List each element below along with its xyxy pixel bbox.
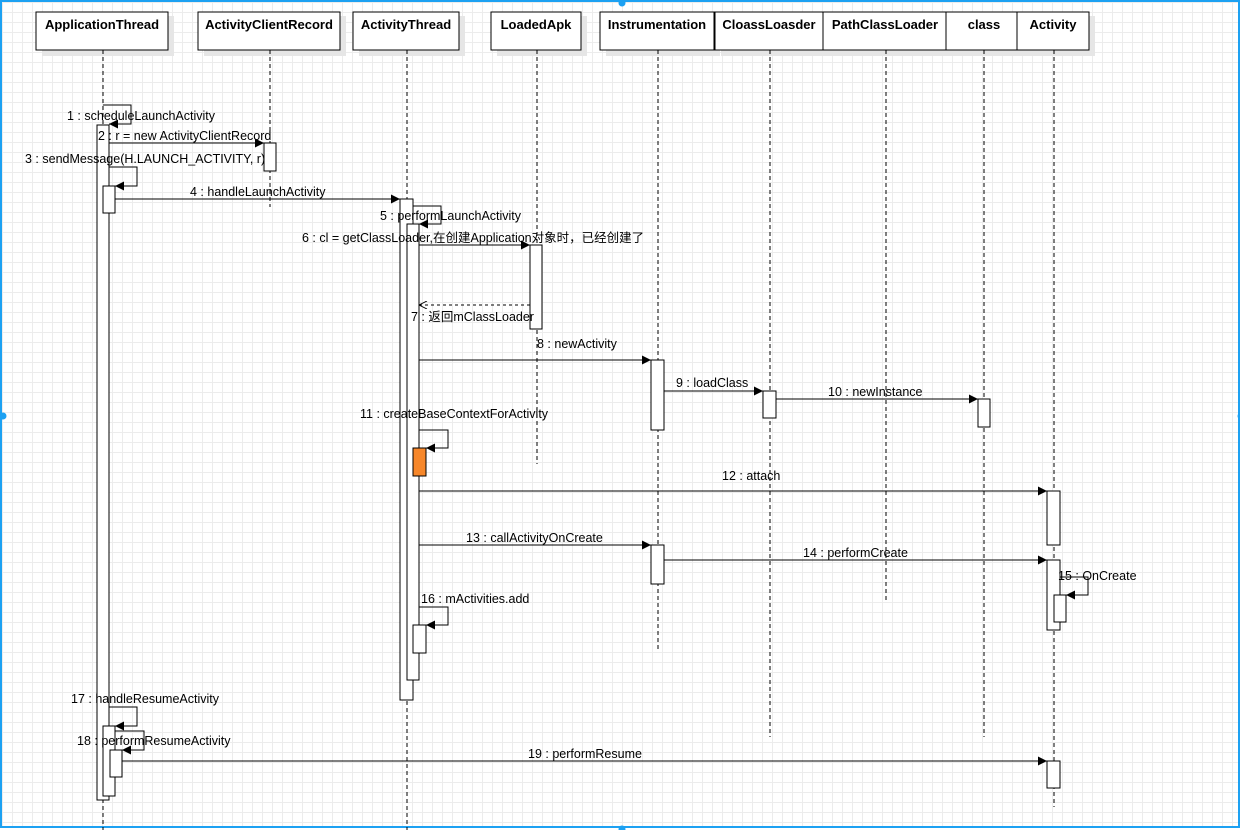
message-label: 10 : newInstance	[828, 385, 923, 399]
message-label: 4 : handleLaunchActivity	[190, 185, 326, 199]
participant-instrumentation[interactable]: Instrumentation	[600, 12, 720, 56]
message-4[interactable]: 4 : handleLaunchActivity	[115, 185, 400, 199]
message-9[interactable]: 9 : loadClass	[664, 376, 763, 391]
message-label: 16 : mActivities.add	[421, 592, 529, 606]
message-13[interactable]: 13 : callActivityOnCreate	[419, 531, 651, 545]
message-label: 2 : r = new ActivityClientRecord	[98, 129, 271, 143]
message-label: 12 : attach	[722, 469, 780, 483]
message-19[interactable]: 19 : performResume	[122, 747, 1047, 761]
participant-loadedapk[interactable]: LoadedApk	[491, 12, 587, 56]
activation-bar	[103, 186, 115, 213]
message-14[interactable]: 14 : performCreate	[664, 546, 1047, 560]
participant-cloassloasder[interactable]: CloassLoasder	[715, 12, 829, 56]
message-label: 5 : performLaunchActivity	[380, 209, 522, 223]
participant-label: ApplicationThread	[45, 17, 159, 32]
message-label: 15 : OnCreate	[1058, 569, 1137, 583]
activation-bar	[978, 399, 990, 427]
message-17[interactable]: 17 : handleResumeActivity	[71, 692, 220, 726]
message-10[interactable]: 10 : newInstance	[776, 385, 978, 399]
participant-pathclassloader[interactable]: PathClassLoader	[823, 12, 952, 56]
message-8[interactable]: 8 : newActivity	[419, 337, 651, 360]
message-11[interactable]: 11 : createBaseContextForActivity	[360, 407, 549, 448]
participant-activity[interactable]: Activity	[1017, 12, 1095, 56]
message-label: 14 : performCreate	[803, 546, 908, 560]
message-label: 13 : callActivityOnCreate	[466, 531, 603, 545]
message-15[interactable]: 15 : OnCreate	[1058, 569, 1137, 595]
activation-bar	[1054, 595, 1066, 622]
message-label: 9 : loadClass	[676, 376, 748, 390]
participant-label: CloassLoasder	[722, 17, 815, 32]
activation-bar-highlighted	[413, 448, 426, 476]
participant-label: Instrumentation	[608, 17, 706, 32]
resize-handle-left[interactable]	[2, 413, 7, 420]
message-5[interactable]: 5 : performLaunchActivity	[380, 206, 522, 224]
message-12[interactable]: 12 : attach	[419, 469, 1047, 491]
message-label: 19 : performResume	[528, 747, 642, 761]
resize-handle-top[interactable]	[619, 2, 626, 7]
activation-bar	[110, 750, 122, 777]
participant-label: class	[968, 17, 1001, 32]
participant-label: PathClassLoader	[832, 17, 938, 32]
participant-activityclientrecord[interactable]: ActivityClientRecord	[198, 12, 346, 56]
message-2[interactable]: 2 : r = new ActivityClientRecord	[98, 129, 271, 143]
message-label: 17 : handleResumeActivity	[71, 692, 220, 706]
activation-bar	[1047, 761, 1060, 788]
message-label: 1 : scheduleLaunchActivity	[67, 109, 216, 123]
participant-label: ActivityThread	[361, 17, 451, 32]
activation-bar	[1047, 491, 1060, 545]
message-label: 7 : 返回mClassLoader	[411, 310, 534, 324]
participant-applicationthread[interactable]: ApplicationThread	[36, 12, 174, 56]
message-label: 8 : newActivity	[537, 337, 618, 351]
message-label: 11 : createBaseContextForActivity	[360, 407, 549, 421]
message-1[interactable]: 1 : scheduleLaunchActivity	[67, 105, 216, 124]
participant-label: Activity	[1030, 17, 1078, 32]
message-label: 3 : sendMessage(H.LAUNCH_ACTIVITY, r)	[25, 152, 265, 166]
message-18[interactable]: 18 : performResumeActivity	[77, 731, 231, 750]
message-label: 6 : cl = getClassLoader,在创建Application对象…	[302, 231, 644, 245]
message-label: 18 : performResumeActivity	[77, 734, 231, 748]
participant-activitythread[interactable]: ActivityThread	[353, 12, 465, 56]
activation-bar	[651, 360, 664, 430]
message-7-return[interactable]: 7 : 返回mClassLoader	[411, 305, 534, 324]
participant-class[interactable]: class	[946, 12, 1028, 56]
participant-label: LoadedApk	[501, 17, 573, 32]
message-16[interactable]: 16 : mActivities.add	[419, 592, 529, 625]
activation-bar	[264, 143, 276, 171]
message-6[interactable]: 6 : cl = getClassLoader,在创建Application对象…	[302, 231, 644, 245]
participant-label: ActivityClientRecord	[205, 17, 333, 32]
activation-bar	[651, 545, 664, 584]
activation-bar	[763, 391, 776, 418]
message-3[interactable]: 3 : sendMessage(H.LAUNCH_ACTIVITY, r)	[25, 152, 265, 186]
activation-bar	[413, 625, 426, 653]
